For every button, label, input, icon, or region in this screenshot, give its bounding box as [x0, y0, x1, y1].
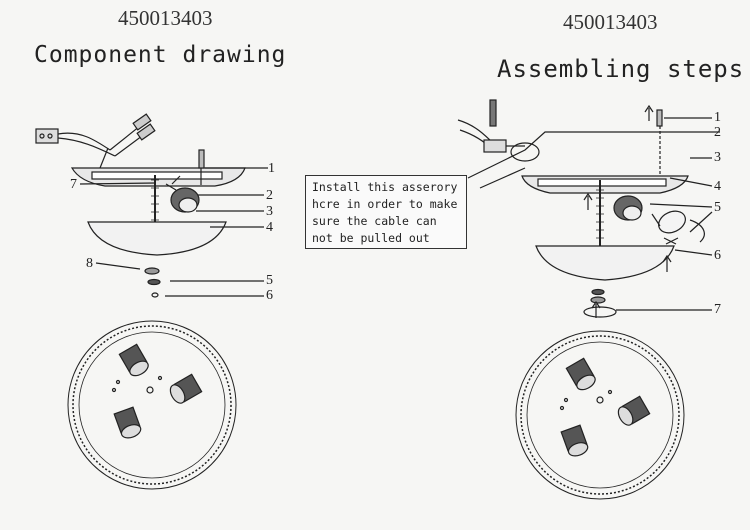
- right-label-5: 5: [714, 200, 721, 215]
- note-line: hcre in order to make: [312, 197, 458, 211]
- left-title: Component drawing: [34, 42, 287, 68]
- note-line: sure the cable can: [312, 214, 437, 228]
- right-label-4: 4: [714, 179, 721, 194]
- right-label-2: 2: [714, 125, 721, 140]
- right-model-number: 450013403: [563, 10, 658, 34]
- glass-bowl-right: [535, 245, 675, 281]
- right-title: Assembling steps: [497, 55, 745, 83]
- left-label-4: 4: [266, 220, 273, 235]
- left-label-2: 2: [266, 188, 273, 203]
- bottom-plate-right: [515, 330, 685, 500]
- holders-top-view: [113, 343, 203, 439]
- right-label-1: 1: [714, 110, 721, 125]
- right-label-7: 7: [714, 302, 721, 317]
- left-label-5: 5: [266, 273, 273, 288]
- wire-connector-right: [457, 99, 540, 162]
- left-model-number: 450013403: [118, 6, 213, 30]
- install-note: Install this asserory hcre in order to m…: [305, 175, 467, 249]
- bulb: [651, 210, 705, 245]
- right-label-6: 6: [714, 248, 721, 263]
- bottom-plate-left: [67, 320, 237, 490]
- wire-connector: [35, 113, 156, 169]
- bulb-holder: [165, 175, 200, 213]
- left-label-1: 1: [268, 161, 275, 176]
- left-label-7: 7: [70, 177, 77, 192]
- left-label-3: 3: [266, 204, 273, 219]
- left-label-6: 6: [266, 288, 273, 303]
- left-label-8: 8: [86, 256, 93, 271]
- note-line: not be pulled out: [312, 231, 430, 245]
- note-line: Install this asserory: [312, 180, 458, 194]
- glass-bowl: [87, 221, 227, 256]
- right-label-3: 3: [714, 150, 721, 165]
